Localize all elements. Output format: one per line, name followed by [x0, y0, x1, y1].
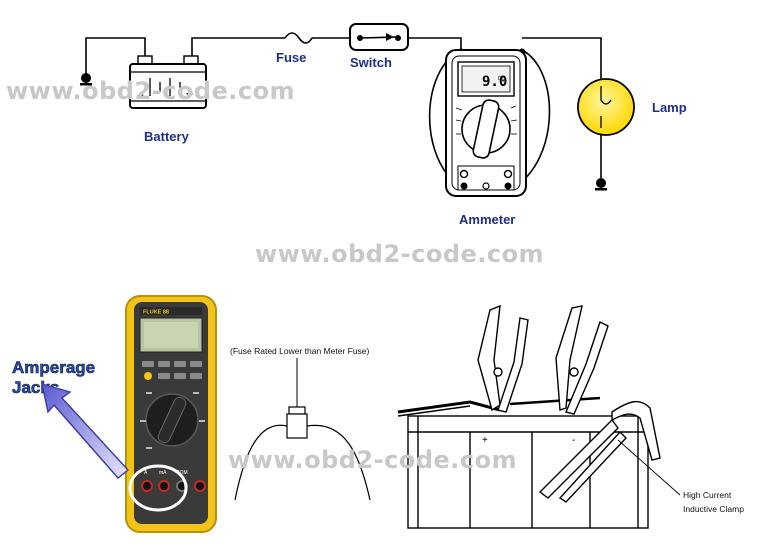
amperage-label-line1: Amperage: [12, 358, 95, 377]
jack-com-label: COM: [176, 470, 188, 476]
amperage-arrow: [41, 383, 130, 479]
battery-minus-sign: -: [140, 89, 144, 101]
ammeter-label: Ammeter: [459, 212, 515, 227]
terminal-minus-label: -: [572, 435, 575, 446]
fuse-label: Fuse: [276, 50, 306, 65]
clamp-label-line1: High Current: [683, 490, 732, 500]
circuit-diagram: - + Battery Fuse Switch 9.0 DC: [80, 23, 687, 227]
battery-with-clamps-drawing: + -: [397, 304, 681, 529]
meter-rotary-dial: [140, 392, 205, 449]
ammeter-meter-icon: 9.0 DC: [445, 48, 527, 197]
battery-icon: - +: [129, 55, 207, 109]
switch-icon: [349, 23, 409, 51]
meter-input-jacks: A mA COM: [141, 470, 206, 492]
ammeter-reading: 9.0: [482, 74, 507, 90]
lamp-label: Lamp: [652, 100, 687, 115]
jack-ma-label: mA: [159, 470, 167, 476]
watermark-middle: www.obd2-code.com: [255, 240, 544, 268]
digital-multimeter-photo: FLUKE 88: [125, 295, 217, 533]
watermark-top: www.obd2-code.com: [6, 77, 295, 105]
battery-plus-sign: +: [186, 87, 193, 101]
switch-label: Switch: [350, 55, 392, 70]
fuse-note-label: (Fuse Rated Lower than Meter Fuse): [230, 346, 370, 356]
inline-fuse-diagram: (Fuse Rated Lower than Meter Fuse): [230, 346, 371, 501]
lamp-icon: [577, 78, 635, 136]
clamp-label-line2: Inductive Clamp: [683, 504, 744, 514]
ammeter-unit: DC: [498, 76, 506, 82]
amperage-jacks-highlight: [128, 464, 188, 512]
meter-buttons: [142, 361, 202, 379]
fuse-cap: [288, 406, 306, 415]
meter-brand-label: FLUKE 88: [143, 310, 169, 316]
terminal-plus-label: +: [482, 435, 488, 446]
fuse-body: [286, 413, 308, 439]
jack-a-label: A: [144, 470, 148, 476]
watermark-bottom: www.obd2-code.com: [228, 446, 517, 474]
ground-symbol-right: [595, 178, 607, 191]
ground-symbol-left: [80, 73, 92, 86]
fuse-icon: [284, 32, 313, 44]
battery-label: Battery: [144, 129, 190, 144]
